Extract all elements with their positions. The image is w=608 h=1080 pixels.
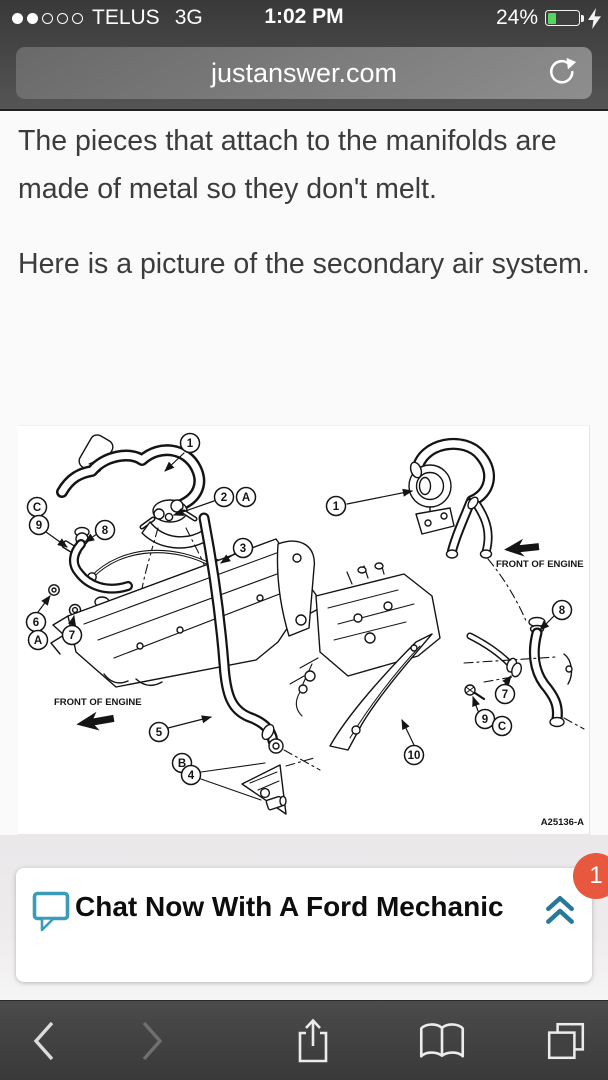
tabs-icon[interactable] <box>540 1001 592 1080</box>
chat-banner-title: Chat Now With A Ford Mechanic <box>75 891 504 922</box>
callout-label-9: 9 <box>36 520 42 532</box>
callout-label-A: A <box>34 635 42 647</box>
callout-circle-5 <box>148 721 170 743</box>
callout-label-8: 8 <box>559 605 566 617</box>
secondary-air-system-diagram: FRONT OF ENGINE FRONT OF ENGINE A25136-A… <box>18 425 590 835</box>
web-page: The pieces that attach to the manifolds … <box>0 111 608 1000</box>
chat-now-banner[interactable]: Chat Now With A Ford Mechanic <box>16 868 592 982</box>
leader-lines <box>37 452 555 746</box>
callout-circle-A <box>27 629 49 651</box>
double-chevron-up-icon[interactable] <box>544 887 576 982</box>
notification-badge: 1 <box>573 853 608 899</box>
signal-dot-icon <box>27 12 38 24</box>
callout-label-10: 10 <box>408 750 421 762</box>
article-paragraph: The pieces that attach to the manifolds … <box>18 125 557 205</box>
status-right: 24% <box>496 0 601 36</box>
callout-circle-1 <box>179 432 201 454</box>
callout-circle-8 <box>551 599 573 621</box>
back-icon[interactable] <box>18 1001 68 1080</box>
callout-circle-1 <box>325 495 347 517</box>
left-view-art <box>48 434 325 815</box>
signal-dot-icon <box>57 12 68 24</box>
clock: 1:02 PM <box>264 5 344 28</box>
callout-circle-A <box>235 486 257 508</box>
callout-circle-3 <box>232 537 254 559</box>
browser-toolbar <box>0 1000 608 1080</box>
carrier-label: TELUS <box>92 6 160 29</box>
bookmarks-icon[interactable] <box>414 1001 470 1080</box>
callout-label-7: 7 <box>69 630 75 642</box>
network-label: 3G <box>174 6 203 29</box>
right-view-callouts: 1 8 7 9C 10 <box>325 495 573 766</box>
forward-icon[interactable] <box>128 1001 178 1080</box>
share-icon[interactable] <box>288 1001 338 1080</box>
callout-circle-10 <box>403 744 425 766</box>
signal-dot-icon <box>72 12 83 24</box>
url-text: justanswer.com <box>210 57 398 88</box>
address-bar[interactable]: justanswer.com <box>16 47 592 99</box>
callout-circle-2 <box>213 486 235 508</box>
callout-label-3: 3 <box>240 543 246 555</box>
callout-circle-C <box>491 715 513 737</box>
callout-label-1: 1 <box>187 438 194 450</box>
callout-circle-4 <box>180 764 202 786</box>
battery-percent: 24% <box>495 6 538 29</box>
callout-label-A: A <box>242 492 250 504</box>
battery-icon <box>545 10 580 26</box>
article-paragraph: Here is a picture of the secondary air s… <box>18 248 590 280</box>
callout-circle-9 <box>474 708 496 730</box>
battery-nub <box>581 14 584 22</box>
callout-circle-9 <box>28 514 50 536</box>
callout-label-B: B <box>178 758 186 770</box>
browser-chrome-top: TELUS 3G 1:02 PM 24% justanswer.com <box>0 0 608 111</box>
chat-bubble-icon <box>31 887 75 982</box>
status-bar: TELUS 3G 1:02 PM 24% <box>0 0 608 36</box>
callout-label-1: 1 <box>333 501 340 513</box>
status-left: TELUS 3G <box>12 0 203 36</box>
diagram-svg: FRONT OF ENGINE FRONT OF ENGINE A25136-A… <box>25 432 585 828</box>
callout-label-6: 6 <box>33 617 39 629</box>
signal-dot-icon <box>12 12 23 24</box>
callout-label-C: C <box>498 721 506 733</box>
charging-bolt-icon <box>588 7 601 29</box>
right-view-art <box>289 437 585 751</box>
signal-dot-icon <box>42 12 53 24</box>
callout-label-4: 4 <box>188 770 195 782</box>
refresh-icon[interactable] <box>545 57 578 90</box>
callout-label-8: 8 <box>102 525 109 537</box>
figure-code: A25136-A <box>541 817 584 828</box>
callout-label-C: C <box>33 502 41 514</box>
callout-label-2: 2 <box>221 492 227 504</box>
callout-circle-8 <box>94 519 116 541</box>
front-of-engine-label-right: FRONT OF ENGINE <box>496 559 584 570</box>
callout-circle-7 <box>494 683 516 705</box>
callout-label-9: 9 <box>482 714 488 726</box>
callout-circle-7 <box>61 624 83 646</box>
callout-label-5: 5 <box>156 727 163 739</box>
front-of-engine-label-left: FRONT OF ENGINE <box>54 697 142 708</box>
callout-label-7: 7 <box>502 689 508 701</box>
